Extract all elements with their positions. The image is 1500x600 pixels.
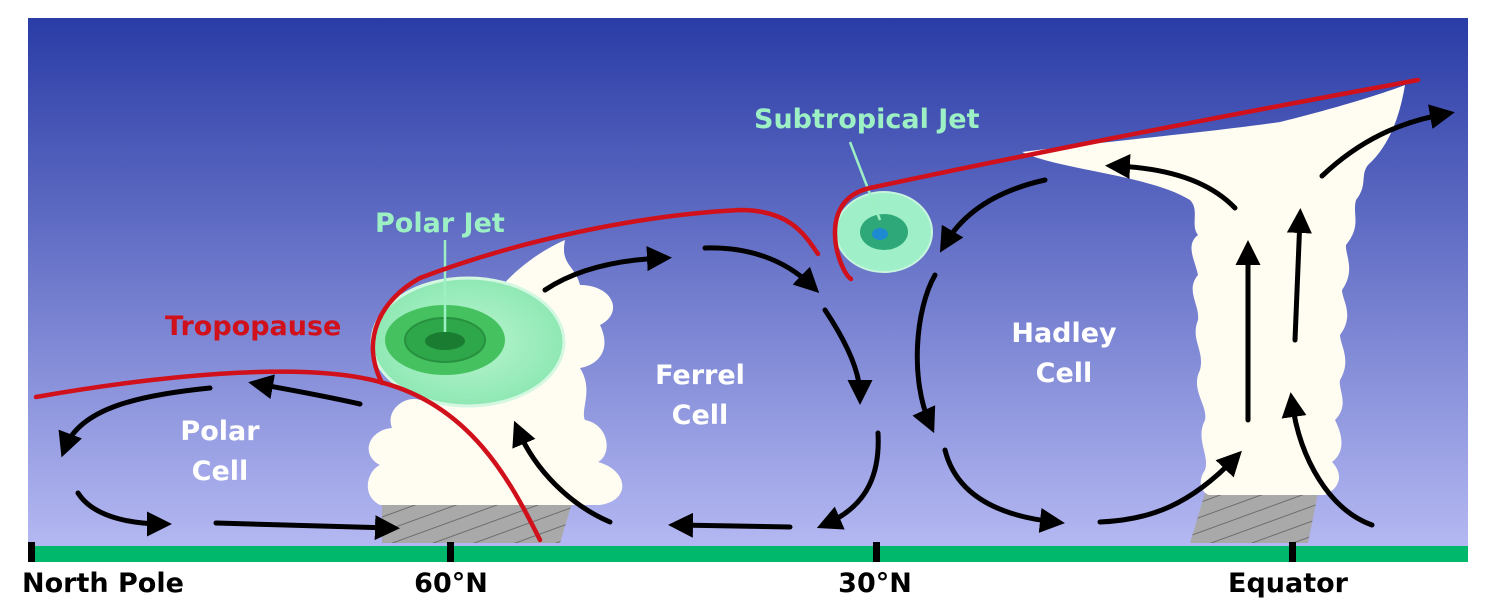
- tropopause-line: [33, 77, 1421, 543]
- ferrel-cell-label-line2: Cell: [672, 400, 729, 431]
- hadley-cell-label-line1: Hadley: [1011, 318, 1117, 349]
- tropopause-label: Tropopause: [165, 311, 341, 342]
- latitude-label-30n: 30°N: [838, 568, 912, 599]
- ground-bar: [28, 546, 1468, 562]
- polar-jet-label: Polar Jet: [375, 208, 505, 239]
- polar-cell-label-line2: Cell: [192, 456, 249, 487]
- subtropical-jet-label: Subtropical Jet: [754, 104, 980, 135]
- latitude-label-60n: 60°N: [414, 568, 488, 599]
- latitude-ticks: [28, 542, 1296, 562]
- hadley-cell-label-line2: Cell: [1036, 358, 1093, 389]
- latitude-label-north-pole: North Pole: [22, 568, 184, 599]
- rain-shaft-60n: [382, 493, 575, 543]
- subtropical-jet: [835, 191, 933, 273]
- polar-cell-label-line1: Polar: [180, 416, 260, 447]
- latitude-label-equator: Equator: [1228, 568, 1349, 599]
- polar-jet: [370, 276, 566, 408]
- circulation-arrows: [58, 104, 1455, 541]
- subtropical-jet-pointer: [848, 141, 882, 221]
- cloud-equator: [1022, 85, 1405, 495]
- rain-shaft-equator: [1190, 493, 1318, 543]
- ferrel-cell-label-line1: Ferrel: [655, 360, 745, 391]
